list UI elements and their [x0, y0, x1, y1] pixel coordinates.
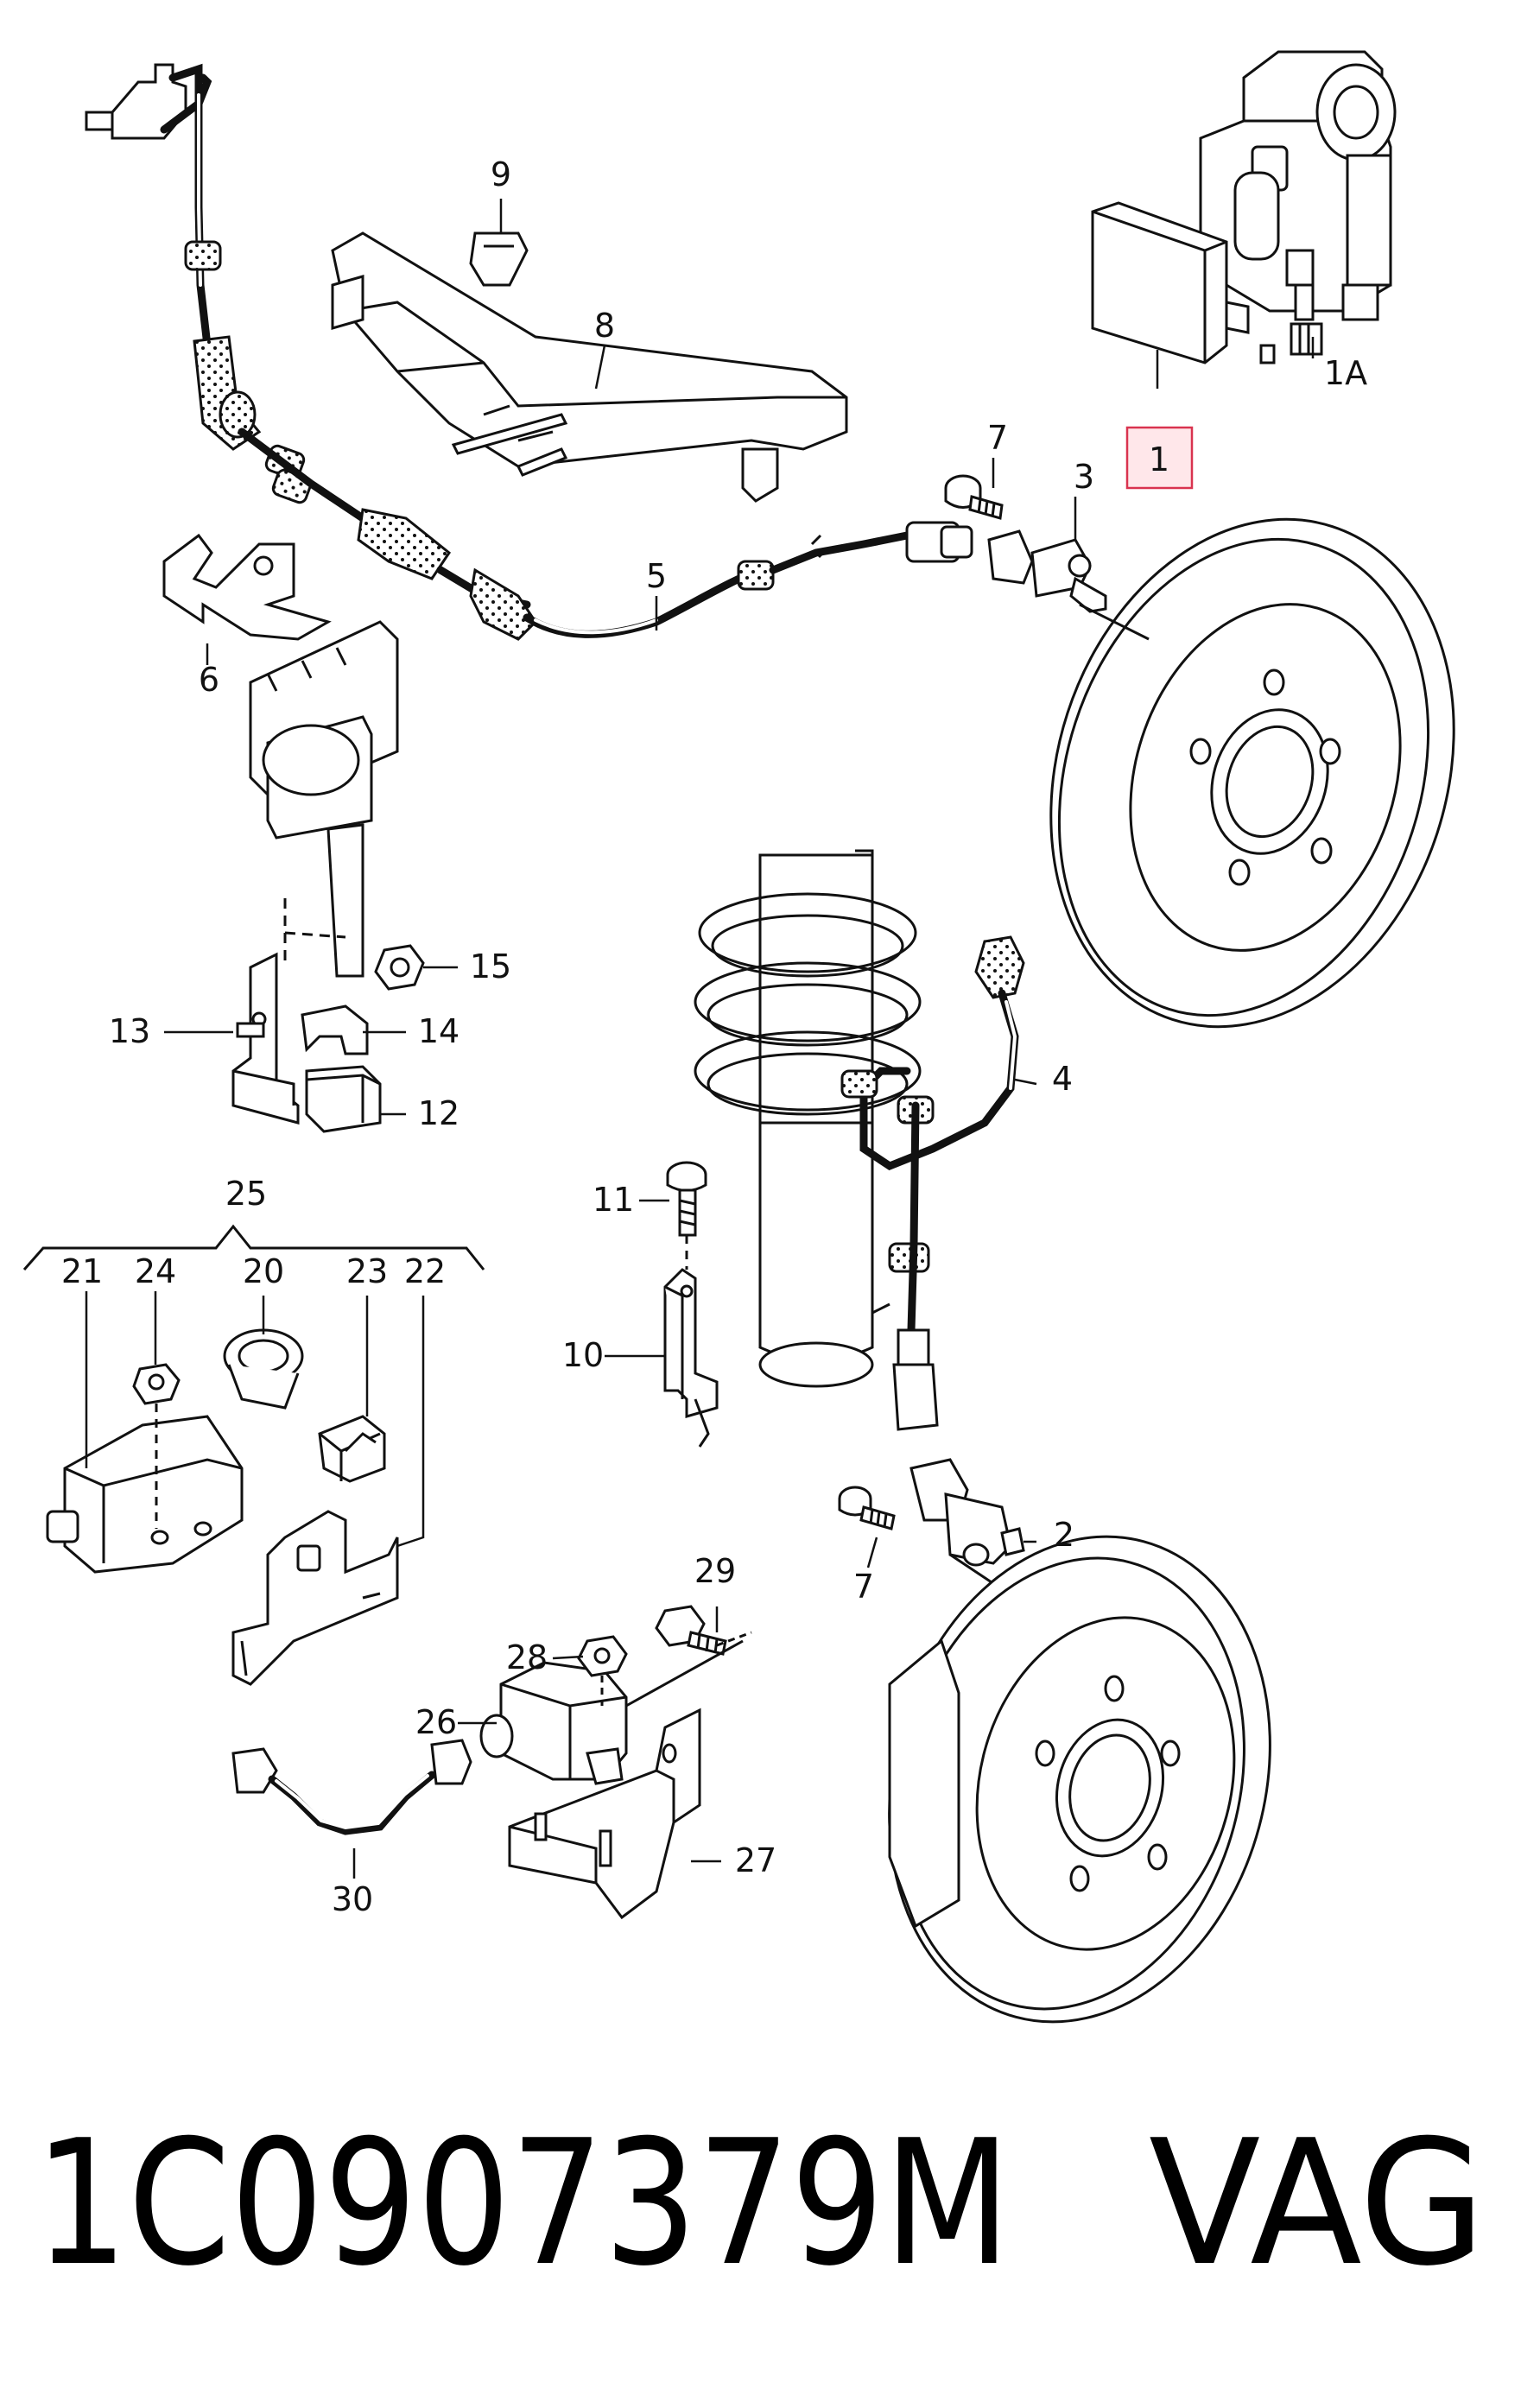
nut-15: [374, 944, 425, 991]
label-2[interactable]: 2: [1054, 1516, 1074, 1554]
label-9[interactable]: 9: [491, 155, 511, 193]
nut-24: [132, 1363, 181, 1529]
wire-30: [231, 1739, 472, 1835]
module-21: [46, 1415, 244, 1574]
label-1a[interactable]: 1A: [1324, 354, 1367, 392]
bracket-6: [162, 533, 332, 641]
bracket-22: [231, 1510, 399, 1686]
bracket-10: [663, 1268, 719, 1448]
clip-14: [301, 1004, 369, 1055]
group-25-bracket: [22, 1224, 485, 1271]
label-28[interactable]: 28: [506, 1638, 548, 1676]
wire-5: [523, 521, 973, 638]
part-number: 1C0907379M: [35, 2103, 1011, 2304]
coil-spring-strut: [694, 849, 922, 1388]
dashed-guide-13: [283, 898, 346, 967]
screw-7-bottom: [838, 1486, 896, 1530]
label-29[interactable]: 29: [694, 1552, 736, 1590]
label-27[interactable]: 27: [735, 1841, 776, 1879]
label-26[interactable]: 26: [415, 1703, 457, 1741]
bracket-13: [231, 952, 300, 1125]
label-13[interactable]: 13: [109, 1012, 150, 1050]
label-11[interactable]: 11: [593, 1181, 634, 1219]
label-22[interactable]: 22: [404, 1252, 446, 1290]
brake-disc-lower: [888, 1535, 1271, 2024]
label-25[interactable]: 25: [225, 1175, 267, 1213]
sensor-2: [909, 1458, 1025, 1591]
screw-29: [625, 1605, 752, 1708]
abs-hydraulic-unit-1a: [1199, 50, 1397, 364]
label-3[interactable]: 3: [1074, 458, 1094, 496]
label-23[interactable]: 23: [346, 1252, 388, 1290]
screw-7-top: [944, 474, 1004, 520]
abs-control-module-1: [1091, 201, 1250, 364]
bracket-27: [508, 1708, 701, 1920]
bracket-8: [331, 231, 848, 503]
selected-part-highlight[interactable]: [1125, 426, 1194, 490]
label-7-bottom[interactable]: 7: [853, 1568, 874, 1606]
leader-lines: [85, 199, 1315, 1879]
brand-name: VAG: [1149, 2103, 1486, 2304]
nut-28: [577, 1635, 628, 1706]
label-15[interactable]: 15: [470, 947, 511, 985]
harness-top-left: [85, 63, 537, 641]
screw-11: [666, 1161, 707, 1270]
label-24[interactable]: 24: [135, 1252, 176, 1290]
sensor-3: [987, 529, 1107, 613]
label-30[interactable]: 30: [332, 1880, 373, 1918]
clip-9: [469, 231, 529, 287]
clip-23: [318, 1415, 386, 1483]
body-section: [249, 620, 399, 978]
label-10[interactable]: 10: [562, 1336, 604, 1374]
label-20[interactable]: 20: [243, 1252, 284, 1290]
label-8[interactable]: 8: [594, 307, 615, 345]
label-1[interactable]: 1: [1149, 440, 1169, 478]
brake-disc-upper: [1049, 517, 1455, 1029]
label-21[interactable]: 21: [61, 1252, 103, 1290]
label-14[interactable]: 14: [418, 1012, 459, 1050]
label-7-top[interactable]: 7: [987, 419, 1008, 457]
module-26: [479, 1661, 628, 1785]
label-12[interactable]: 12: [418, 1094, 459, 1132]
label-6[interactable]: 6: [199, 661, 219, 699]
grommet-20: [223, 1328, 304, 1410]
label-4[interactable]: 4: [1052, 1060, 1073, 1098]
callout-labels: 1 1A 2 3 4 5 6 7 7 8 9 10 11 12 13 14 15…: [61, 155, 1367, 1918]
sensor-wire-4: [840, 935, 1025, 1431]
module-12: [305, 1065, 382, 1133]
label-5[interactable]: 5: [646, 557, 667, 595]
